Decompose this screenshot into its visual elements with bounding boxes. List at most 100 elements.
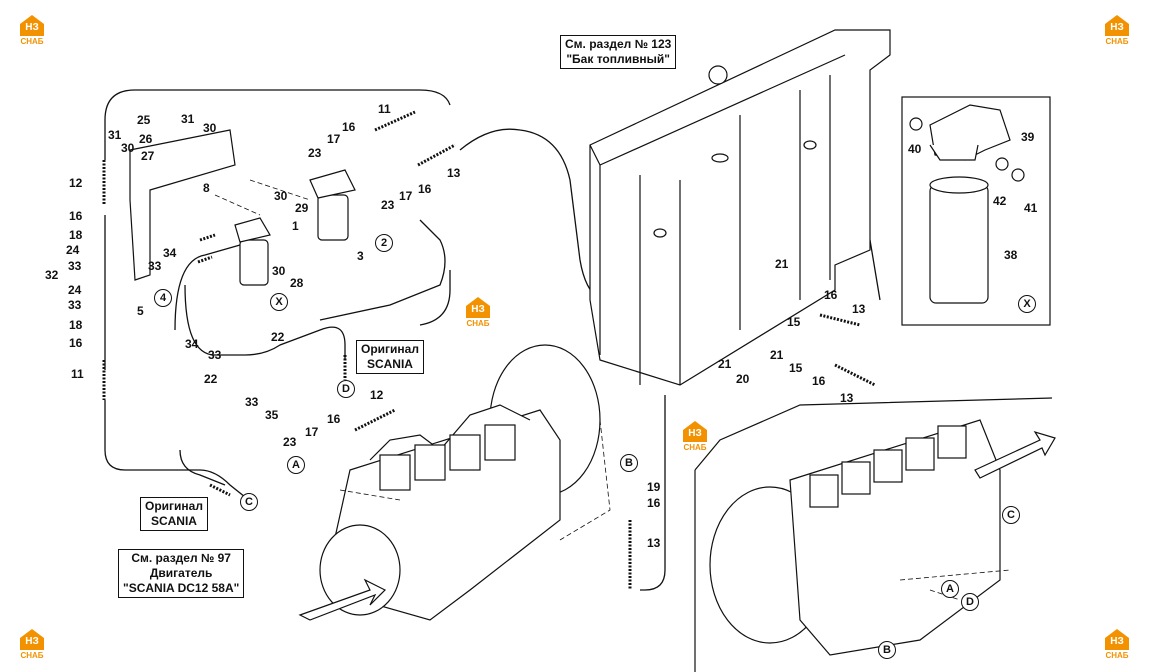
part-33: 33 xyxy=(245,395,259,409)
part-27: 27 xyxy=(141,149,155,163)
part-15: 15 xyxy=(789,361,803,375)
hose-13-tank-lower xyxy=(834,363,876,387)
part-24: 24 xyxy=(68,283,82,297)
ref-circle-2: 2 xyxy=(375,234,393,252)
hose-c xyxy=(209,483,231,497)
callout-fuel-tank-line1: См. раздел № 123 xyxy=(565,37,672,51)
part-11: 11 xyxy=(378,102,391,116)
hose-11-top xyxy=(374,110,416,132)
callout-original-bottom-line2: SCANIA xyxy=(150,514,197,528)
part-17: 17 xyxy=(399,189,413,203)
logo-top-text: НЗ xyxy=(688,428,702,439)
ref-circle-x-filter: X xyxy=(270,293,288,311)
ref-circle-4: 4 xyxy=(154,289,172,307)
ref-circle-x-detail: X xyxy=(1018,295,1036,313)
ref-circle-b-mid: B xyxy=(620,454,638,472)
part-16: 16 xyxy=(647,496,661,510)
ref-circle-d-top: D xyxy=(337,380,355,398)
part-33: 33 xyxy=(208,348,222,362)
leader-lines xyxy=(214,179,1011,601)
part-29: 29 xyxy=(295,201,309,215)
callout-engine-line2: Двигатель xyxy=(149,566,213,580)
part-5: 5 xyxy=(137,304,144,318)
logo-top-text: НЗ xyxy=(1110,636,1124,647)
part-21: 21 xyxy=(775,257,789,271)
nz-snab-logo-bottom-right: НЗ СНАБ xyxy=(1097,626,1137,660)
logo-top-text: НЗ xyxy=(25,636,39,647)
hose-12-mid xyxy=(354,408,396,432)
part-13: 13 xyxy=(447,166,461,180)
part-3: 3 xyxy=(357,249,364,263)
fuel-line-filter xyxy=(319,219,446,321)
callout-fuel-tank-line2: "Бак топливный" xyxy=(566,52,670,66)
ref-circle-c-left: C xyxy=(240,493,258,511)
callout-engine-line3: "SCANIA DC12 58A" xyxy=(123,581,240,595)
part-12: 12 xyxy=(370,388,384,402)
callout-engine-line1: См. раздел № 97 xyxy=(131,551,231,565)
detail-frame-line xyxy=(694,397,1053,471)
engine-left xyxy=(319,344,601,621)
part-30: 30 xyxy=(203,121,217,135)
fuel-filter-2 xyxy=(309,169,356,241)
part-12: 12 xyxy=(69,176,83,190)
part-16: 16 xyxy=(418,182,432,196)
part-38: 38 xyxy=(1004,248,1018,262)
logo-top-text: НЗ xyxy=(471,304,485,315)
part-30: 30 xyxy=(121,141,135,155)
part-20: 20 xyxy=(736,372,750,386)
part-32: 32 xyxy=(45,268,59,282)
part-34: 34 xyxy=(163,246,177,260)
callout-fuel-tank: См. раздел № 123 "Бак топливный" xyxy=(560,35,677,69)
part-23: 23 xyxy=(283,435,297,449)
engine-left-arrow xyxy=(298,578,387,621)
part-25: 25 xyxy=(137,113,151,127)
logo-bottom-text: СНАБ xyxy=(683,443,707,452)
logo-bottom-text: СНАБ xyxy=(20,37,44,46)
part-33: 33 xyxy=(68,259,82,273)
part-16: 16 xyxy=(342,120,356,134)
part-11: 11 xyxy=(71,367,84,381)
part-17: 17 xyxy=(305,425,319,439)
part-17: 17 xyxy=(327,132,341,146)
ref-circle-c-right: C xyxy=(1002,506,1020,524)
logo-bottom-text: СНАБ xyxy=(1105,37,1129,46)
part-26: 26 xyxy=(139,132,153,146)
part-41: 41 xyxy=(1024,201,1038,215)
part-21: 21 xyxy=(718,357,732,371)
hose-13-tank-upper xyxy=(819,313,861,327)
part-35: 35 xyxy=(265,408,279,422)
ref-circle-b-right: B xyxy=(878,641,896,659)
part-23: 23 xyxy=(308,146,322,160)
part-31: 31 xyxy=(108,128,122,142)
part-16: 16 xyxy=(69,209,83,223)
ref-circle-d-right: D xyxy=(961,593,979,611)
part-19: 19 xyxy=(647,480,661,494)
part-13: 13 xyxy=(840,391,854,405)
ref-circle-a-left: A xyxy=(287,456,305,474)
part-16: 16 xyxy=(812,374,826,388)
nz-snab-logo-mid-right: НЗ СНАБ xyxy=(675,418,715,452)
fuel-line-top-loop xyxy=(104,89,451,160)
fuel-line-mid xyxy=(184,284,346,360)
callout-engine: См. раздел № 97 Двигатель "SCANIA DC12 5… xyxy=(118,549,245,598)
nz-snab-logo-top-left: НЗ СНАБ xyxy=(12,12,52,46)
part-22: 22 xyxy=(204,372,218,386)
part-33: 33 xyxy=(68,298,82,312)
nz-snab-logo-mid-left: НЗ СНАБ xyxy=(458,294,498,328)
callout-original-top-line2: SCANIA xyxy=(366,357,413,371)
fuel-line-tank-top xyxy=(459,128,601,301)
part-13: 13 xyxy=(852,302,866,316)
engine-right xyxy=(709,419,1001,656)
part-16: 16 xyxy=(824,288,838,302)
callout-original-top-line1: Оригинал xyxy=(361,342,419,356)
part-31: 31 xyxy=(181,112,195,126)
ref-circle-a-right: A xyxy=(941,580,959,598)
callout-original-bottom: Оригинал SCANIA xyxy=(140,497,208,531)
hose-13-top xyxy=(417,143,456,167)
nz-snab-logo-top-right: НЗ СНАБ xyxy=(1097,12,1137,46)
part-16: 16 xyxy=(327,412,341,426)
logo-bottom-text: СНАБ xyxy=(1105,651,1129,660)
part-16: 16 xyxy=(69,336,83,350)
part-22: 22 xyxy=(271,330,285,344)
callout-original-bottom-line1: Оригинал xyxy=(145,499,203,513)
